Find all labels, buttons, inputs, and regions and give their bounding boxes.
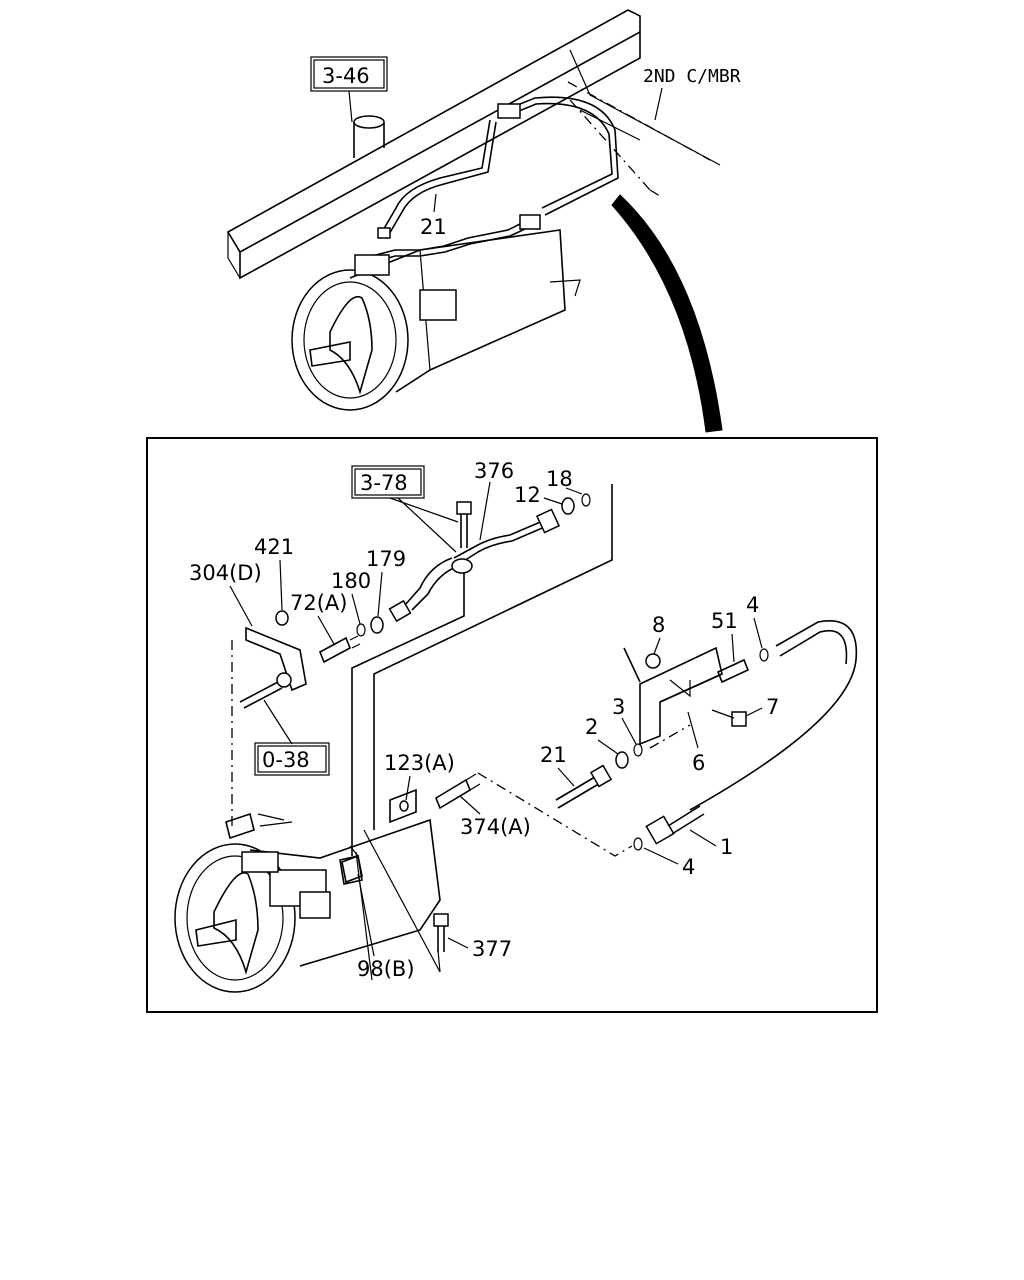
- leader-3: [621, 717, 637, 745]
- leader-12: [543, 497, 563, 505]
- leader-18: [565, 487, 583, 495]
- ref-box-3-78: 3-78: [351, 465, 459, 553]
- leader-8: [653, 637, 661, 655]
- nut-2: [615, 751, 629, 769]
- detail-pipe: [351, 484, 613, 856]
- label-179: 179: [366, 547, 406, 571]
- label-51: 51: [711, 609, 738, 633]
- detail-arrow: [611, 194, 723, 433]
- label-1: 1: [720, 835, 733, 859]
- leader-6: [687, 711, 699, 749]
- washer-4-lower: [633, 837, 643, 851]
- compressor-detail: [174, 812, 441, 993]
- label-421: 421: [254, 535, 294, 559]
- label-7: 7: [766, 695, 779, 719]
- label-180: 180: [331, 569, 371, 593]
- fitting-374a: [435, 773, 481, 810]
- compressor-top: [291, 229, 581, 411]
- ref-box-3-46: 3-46: [310, 56, 388, 123]
- bracket-cylinder: [353, 115, 385, 158]
- leader-377: [447, 937, 469, 949]
- leader-member: [654, 87, 663, 121]
- bolt-3-78: [456, 501, 472, 548]
- oring-3: [633, 743, 643, 757]
- label-6: 6: [692, 751, 705, 775]
- leader-72a: [317, 615, 335, 645]
- ref-label-3-46: 3-46: [322, 64, 370, 88]
- label-2nd-cross-member: 2ND C/MBR: [643, 66, 741, 87]
- label-4-lower: 4: [682, 855, 695, 879]
- leader-179: [377, 571, 383, 617]
- leader-4-lower: [643, 847, 679, 865]
- bolt-377: [433, 913, 449, 952]
- leader-51: [731, 633, 735, 663]
- label-2: 2: [585, 715, 598, 739]
- label-377: 377: [472, 937, 512, 961]
- nut-179: [370, 616, 384, 634]
- bracket-123a: [389, 788, 417, 824]
- leader-top-21: [433, 193, 437, 213]
- hose-1: [645, 620, 858, 845]
- clamp-98b: [341, 845, 363, 884]
- frame-rail: [226, 9, 721, 280]
- leader-7: [745, 707, 763, 717]
- leader-123a: [405, 775, 411, 801]
- nut-12: [561, 497, 575, 515]
- leader-2: [597, 739, 619, 755]
- label-98b: 98(B): [357, 957, 415, 981]
- fitting-51: [716, 658, 750, 684]
- label-3: 3: [612, 695, 625, 719]
- assembly-line-374: [477, 772, 633, 857]
- label-123a: 123(A): [384, 751, 455, 775]
- bracket-6: [623, 646, 723, 746]
- oring-180: [356, 623, 366, 637]
- leader-374a: [459, 795, 481, 815]
- top-pipes: [371, 96, 619, 263]
- label-top-21: 21: [420, 215, 447, 239]
- label-4-upper: 4: [746, 593, 759, 617]
- leader-376: [479, 481, 491, 541]
- label-21: 21: [540, 743, 567, 767]
- leader-304d: [229, 585, 253, 627]
- label-18: 18: [546, 467, 573, 491]
- fitting-72a: [318, 635, 361, 664]
- bolt-7: [711, 709, 747, 727]
- oring-18: [581, 493, 591, 507]
- leader-1: [689, 829, 717, 847]
- label-72a: 72(A): [290, 591, 347, 615]
- leader-21: [557, 767, 575, 787]
- label-376: 376: [474, 459, 514, 483]
- ref-label-0-38: 0-38: [262, 748, 310, 772]
- leader-421: [279, 559, 283, 611]
- ref-box-0-38: 0-38: [254, 699, 330, 776]
- detail-frame: [146, 437, 878, 1013]
- ref-label-3-78: 3-78: [360, 471, 408, 495]
- leader-180: [351, 593, 361, 625]
- leader-4-upper: [753, 617, 763, 649]
- pipe-21: [555, 764, 613, 809]
- label-374a: 374(A): [460, 815, 531, 839]
- assembly-line-3: [649, 724, 691, 749]
- label-304d: 304(D): [189, 561, 262, 585]
- washer-4-upper: [759, 648, 769, 662]
- label-12: 12: [514, 483, 541, 507]
- bracket-304d: [231, 610, 307, 830]
- label-8: 8: [652, 613, 665, 637]
- leader-98b: [357, 829, 441, 973]
